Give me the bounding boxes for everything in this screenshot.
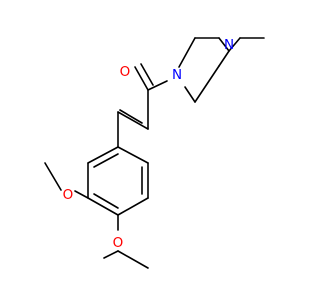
bond	[117, 197, 149, 216]
bond	[194, 65, 220, 103]
methoxy-oxygen-4-label: O	[113, 235, 124, 251]
bond	[117, 146, 149, 164]
bond	[103, 250, 119, 259]
bond	[93, 193, 119, 209]
bond	[228, 37, 241, 52]
bond	[147, 80, 168, 91]
bond	[140, 63, 154, 86]
methoxy-oxygen-3-label: O	[63, 187, 74, 203]
bond	[87, 146, 119, 164]
bond	[117, 250, 149, 269]
bond	[178, 37, 196, 68]
bond	[74, 190, 89, 199]
bond	[117, 111, 149, 130]
bond	[218, 50, 230, 67]
bond	[119, 109, 143, 124]
piperazine-nitrogen-1-label: N	[172, 67, 182, 83]
bond	[134, 66, 149, 91]
bond	[44, 162, 62, 191]
bond	[184, 86, 196, 103]
bond	[93, 153, 119, 168]
carbonyl-oxygen-label: O	[120, 64, 131, 80]
piperazine-nitrogen-4-label: N	[224, 37, 234, 53]
bond	[218, 37, 230, 52]
structure-drawing: O N N O O	[44, 37, 265, 269]
bond	[87, 197, 119, 216]
molecule-canvas: O N N O O	[44, 37, 265, 269]
